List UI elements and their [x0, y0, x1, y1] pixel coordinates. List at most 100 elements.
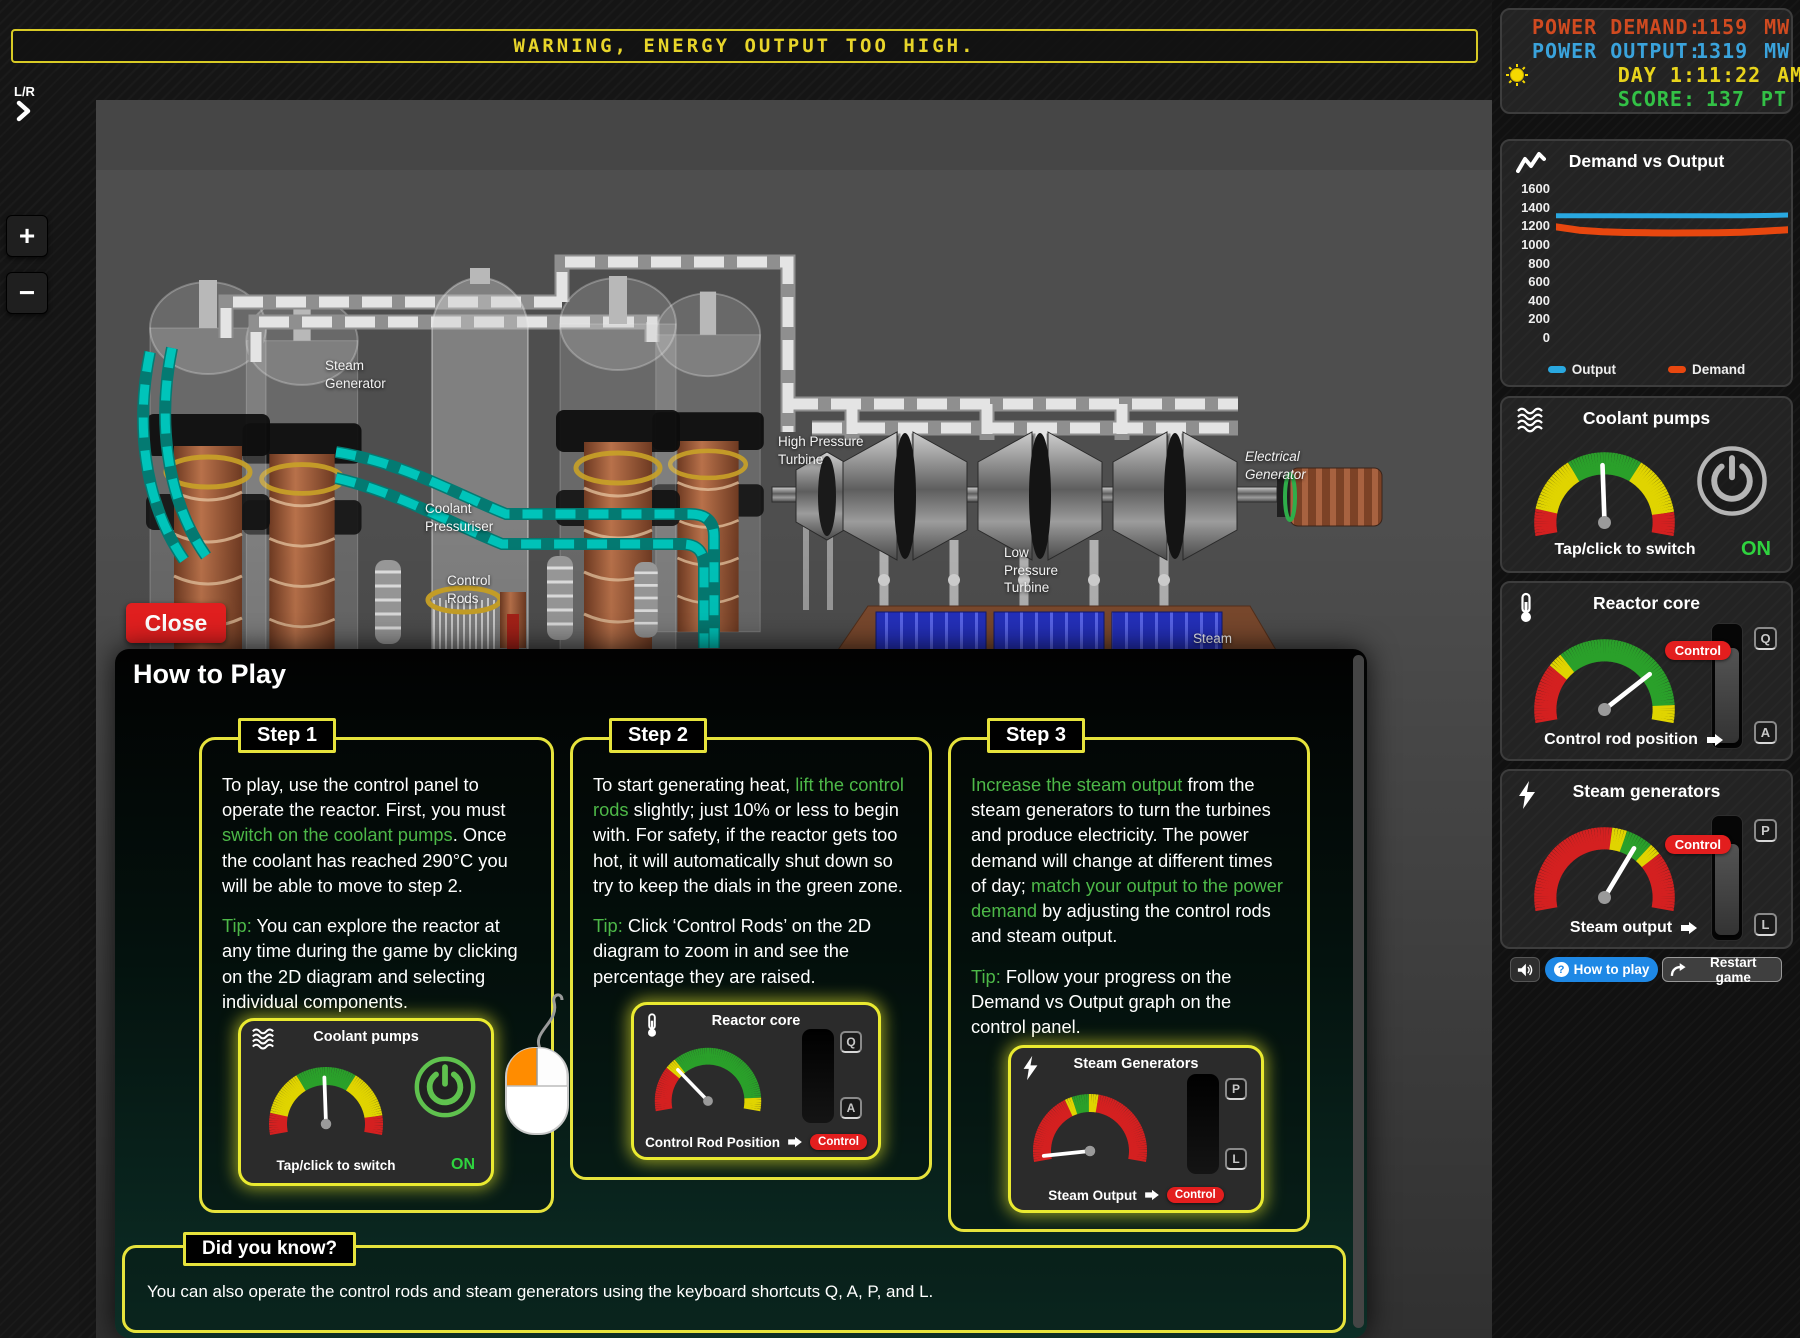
- restart-game-button[interactable]: Restart game: [1662, 955, 1782, 985]
- label-coolant-pressuriser[interactable]: Coolant Pressuriser: [425, 501, 494, 534]
- step-1-tip: Tip: You can explore the reactor at any …: [222, 915, 518, 1012]
- warning-banner: WARNING, ENERGY OUTPUT TOO HIGH.: [11, 29, 1478, 63]
- mini-steam-title: Steam Generators: [1073, 1056, 1199, 1072]
- label-hp-turbine[interactable]: High Pressure Turbine: [778, 434, 864, 467]
- step-1-box: Step 1 To play, use the control panel to…: [199, 718, 569, 1213]
- zoom-in-button[interactable]: +: [6, 215, 48, 257]
- mini-coolant-state: ON: [451, 1156, 475, 1173]
- step-3-tip: Tip: Follow your progress on the Demand …: [971, 965, 1232, 1038]
- label-electrical-generator[interactable]: Electrical Generator: [1245, 449, 1306, 482]
- label-control-rods[interactable]: Control Rods: [447, 573, 491, 606]
- question-icon: ?: [1553, 962, 1569, 977]
- y-tick: 200: [1528, 311, 1550, 327]
- how-to-play-modal: How to Play Step 1 To play, use the cont…: [115, 649, 1367, 1338]
- control-rod-slider-thumb[interactable]: [1715, 648, 1739, 743]
- arrow-right-icon: [788, 1136, 802, 1148]
- label-steam-generator[interactable]: Steam Generator: [325, 358, 386, 391]
- control-badge[interactable]: Control: [1664, 835, 1731, 854]
- coolant-pumps-title: Coolant pumps: [1582, 408, 1711, 428]
- mini-coolant-title: Coolant pumps: [313, 1029, 419, 1045]
- day-time-row: DAY 1: 11:22 AM: [1502, 63, 1800, 87]
- am-pm: AM: [1777, 63, 1800, 87]
- power-output-label: POWER OUTPUT:: [1532, 39, 1702, 63]
- mini-control-rod-slider[interactable]: [802, 1029, 834, 1123]
- power-output-row: POWER OUTPUT: 1319 MW: [1502, 39, 1791, 63]
- sidebar-button-row: ? How to play Restart game: [1500, 955, 1793, 985]
- mini-steam-label-row: Steam Output Control: [1017, 1187, 1255, 1203]
- camera-lr-label: L/R: [14, 84, 35, 99]
- power-icon: [414, 1056, 476, 1118]
- step-2-tip: Tip: Click ‘Control Rods’ on the 2D diag…: [593, 915, 872, 987]
- key-q-badge: Q: [1754, 627, 1777, 650]
- zoom-out-button[interactable]: −: [6, 272, 48, 314]
- control-badge[interactable]: Control: [1664, 641, 1731, 660]
- steam-generators-title: Steam generators: [1572, 781, 1721, 801]
- modal-title: How to Play: [133, 659, 287, 689]
- modal-scrollbar[interactable]: [1353, 655, 1364, 1328]
- power-output-unit: MW: [1764, 39, 1791, 63]
- control-rod-position-label: Control rod position: [1508, 731, 1760, 749]
- y-tick: 600: [1528, 274, 1550, 290]
- reactor-core-title: Reactor core: [1593, 593, 1700, 613]
- steam-generators-panel: Steam generators P L Control Steam outpu…: [1500, 769, 1793, 949]
- power-demand-unit: MW: [1764, 15, 1791, 39]
- y-tick: 1200: [1521, 218, 1550, 234]
- score-label: SCORE:: [1617, 87, 1696, 111]
- mini-reactor-panel: Reactor core Q A Control Rod Position Co…: [631, 1002, 881, 1160]
- did-you-know-text: You can also operate the control rods an…: [147, 1282, 934, 1301]
- thermometer-icon: [1521, 592, 1531, 622]
- control-badge[interactable]: Control: [1166, 1187, 1224, 1203]
- line-chart-icon: [1516, 152, 1546, 173]
- mini-steam-panel: Steam Generators P L Steam Output Contro…: [1008, 1045, 1264, 1213]
- legend-demand: Demand: [1667, 362, 1745, 377]
- key-l-badge: L: [1225, 1148, 1247, 1170]
- redo-arrow-icon: [1670, 962, 1686, 976]
- lightning-icon: [1519, 781, 1535, 809]
- sound-button[interactable]: [1510, 957, 1540, 982]
- coolant-hint: Tap/click to switch: [1554, 541, 1696, 558]
- control-panel-sidebar: POWER DEMAND: 1159 MW POWER OUTPUT: 1319…: [1492, 0, 1800, 1338]
- lightning-icon: [1023, 1055, 1038, 1081]
- coolant-gauge: [1534, 452, 1675, 537]
- score-value: 137: [1705, 87, 1745, 111]
- steam-output-slider-thumb[interactable]: [1715, 844, 1739, 935]
- coolant-power-button[interactable]: [1695, 444, 1769, 518]
- step-2-box: Step 2 To start generating heat, lift th…: [570, 718, 932, 1180]
- label-lp-turbine[interactable]: Low Pressure Turbine: [1004, 545, 1059, 596]
- reactor-core-panel: Reactor core Q A Control Control rod pos…: [1500, 581, 1793, 761]
- mouse-right-button: [536, 1047, 568, 1087]
- step-3-box: Step 3 Increase the steam output from th…: [948, 718, 1310, 1232]
- power-icon: [1697, 446, 1767, 516]
- mini-coolant-gauge: [269, 1067, 383, 1136]
- mini-steam-output-slider[interactable]: [1187, 1074, 1219, 1174]
- chevron-right-icon[interactable]: [16, 100, 32, 122]
- mini-reactor-label-row: Control Rod Position Control: [640, 1134, 872, 1150]
- coolant-pumps-panel: Coolant pumps Tap/click to switch ON: [1500, 396, 1793, 573]
- control-badge[interactable]: Control: [810, 1134, 867, 1150]
- mini-power-button[interactable]: [413, 1055, 477, 1119]
- power-demand-label: POWER DEMAND:: [1532, 15, 1702, 39]
- sun-icon: [1506, 64, 1528, 86]
- step-1-body: To play, use the control panel to operat…: [222, 774, 508, 896]
- y-tick: 800: [1528, 255, 1550, 271]
- step-2-body: To start generating heat, lift the contr…: [593, 774, 904, 896]
- legend-output: Output: [1547, 362, 1616, 377]
- y-tick: 0: [1542, 330, 1550, 345]
- thermometer-icon: [648, 1013, 656, 1037]
- day-label: DAY 1:: [1617, 63, 1696, 87]
- waves-icon: [1517, 407, 1543, 433]
- mini-coolant-panel: Coolant pumps Tap/click to switch ON: [238, 1018, 494, 1186]
- power-demand-row: POWER DEMAND: 1159 MW: [1502, 15, 1791, 39]
- key-p-badge: P: [1754, 819, 1777, 842]
- how-to-play-button[interactable]: ? How to play: [1545, 957, 1658, 982]
- power-demand-value: 1159: [1696, 15, 1749, 39]
- y-tick: 400: [1528, 292, 1550, 308]
- y-tick: 1600: [1521, 181, 1550, 196]
- step-2-tab: Step 2: [609, 718, 708, 753]
- waves-icon: [252, 1028, 274, 1050]
- step-3-body: Increase the steam output from the steam…: [971, 774, 1283, 947]
- mini-steam-gauge: [1033, 1094, 1147, 1163]
- speaker-icon: [1517, 963, 1533, 976]
- close-button[interactable]: Close: [126, 603, 226, 643]
